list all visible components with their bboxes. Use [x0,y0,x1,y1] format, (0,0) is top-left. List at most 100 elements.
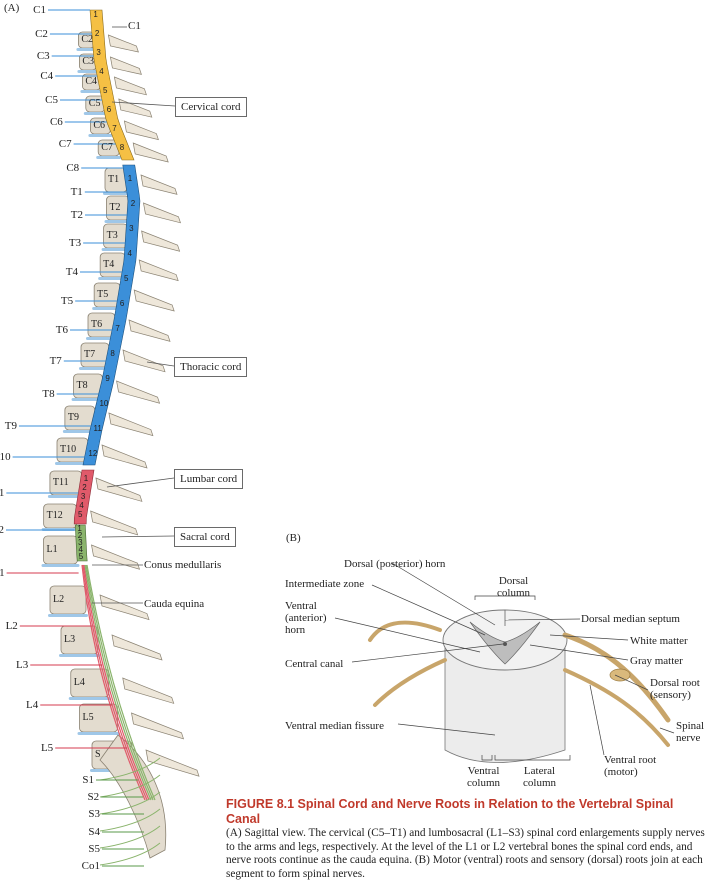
spinous-process [143,202,182,224]
vertebral-body-label: L5 [82,712,94,723]
label-leader [659,727,675,734]
caption-text: (A) Sagittal view. The cervical (C5–T1) … [226,827,705,880]
vertebra-label-t12: T12 [0,524,4,536]
vertebral-body-label: L3 [64,634,76,645]
cervical-cord-segment [89,9,135,161]
vertebra-label-t7: T7 [49,355,62,367]
intervertebral-disc [76,48,97,51]
sacral-nerve [99,791,161,815]
vertebral-body-label: T8 [76,380,88,391]
vertebral-body-label: T3 [106,230,118,241]
cord-segment-number: 5 [103,86,108,95]
vertebral-body-label: C2 [81,34,94,45]
central-canal-label: Central canal [285,658,344,670]
intervertebral-disc [104,220,132,223]
conus-medullaris-label: Conus medullaris [144,559,222,571]
vertebra-label-c3: C3 [36,50,50,62]
sacral-nerve [99,842,161,866]
vertebral-body-label: C3 [82,56,95,67]
sacral-nerve [99,825,161,849]
nerve-root [368,620,442,642]
cord-segment-number: 2 [82,483,87,492]
intervertebral-disc [59,654,100,657]
intervertebral-disc [101,248,130,251]
dorsal-column-bracket [474,595,536,600]
spinous-process [123,120,159,141]
spinous-process [108,412,154,437]
dorsal-horn-label: Dorsal (posterior) horn [344,558,446,570]
cord-segment-number: 2 [131,199,136,208]
cord-segment-number: 11 [93,424,102,433]
vertebral-body-label: S [95,749,101,760]
sacrum [99,734,167,859]
ventral-root-label: Ventral root (motor) [604,754,657,778]
region-leader [146,361,175,367]
vertebral-body-label: L2 [53,594,65,605]
cauda-equina-strand [82,564,148,801]
white-matter-label: White matter [630,635,688,647]
cervical-cord-label: Cervical cord [175,97,247,117]
vertebra-label-c8: C8 [66,162,80,174]
vertebra-label-t10: T10 [0,451,11,463]
sacral-nerve [99,774,161,798]
vertebra-label-c1: C1 [33,4,46,16]
spinous-process [128,319,171,342]
label-leader [614,674,649,691]
intermediate-zone-label: Intermediate zone [285,578,365,590]
cord-segment-number: 1 [128,174,133,183]
label-leader [504,618,581,621]
vertebral-body-label: T10 [60,444,77,455]
cord-segment-number: 4 [79,501,84,510]
spinous-process [140,174,178,195]
spinous-process [118,98,153,118]
dorsal-root-label: Dorsal root (sensory) [650,677,700,701]
cord-segment-number: 6 [107,105,112,114]
ventral-column-bracket [481,755,493,761]
ventral-horn-label: Ventral (anterior) horn [285,600,327,636]
cord-segment-number: 7 [112,124,117,133]
intervertebral-disc [96,156,122,159]
cord-column [444,639,566,763]
lateral-column-bracket [494,755,571,761]
label-leader [549,634,629,641]
intervertebral-disc [77,732,120,735]
cauda-equina-strand [86,564,156,801]
vertebral-body-label: T5 [97,289,109,300]
vertebra-label-t4: T4 [65,266,78,278]
vertebral-body-label: T1 [108,174,120,185]
cord-segment-number: 6 [120,299,125,308]
vertebra-label-s3: S3 [88,808,100,820]
spinous-process [109,56,142,75]
cord-segment-number: 3 [129,224,134,233]
vertebral-body-label: T4 [103,259,115,270]
vertebra-label-t2: T2 [70,209,83,221]
cord-segment-number: 3 [96,48,101,57]
lumbar-cord-label: Lumbar cord [174,469,244,489]
spinous-process [111,634,163,661]
spinous-process [145,749,200,777]
spinous-process [101,444,148,469]
vertebral-body-label: T12 [46,510,63,521]
vertebra-label-t5: T5 [60,295,74,307]
region-leader [106,477,175,488]
vertebra-label-c7: C7 [58,138,72,150]
label-leader [371,584,486,636]
vertebra-label-c4: C4 [40,70,54,82]
lumbar-cord-segment [73,469,95,525]
cord-segment-number: 3 [81,492,86,501]
label-leader [589,684,605,756]
vertebra-label-t3: T3 [68,237,82,249]
vertebra-label-l2: L2 [5,620,18,632]
vertebral-column [41,31,200,859]
vertebral-body-label: T11 [52,477,69,488]
vertebral-body-label: L1 [46,544,58,555]
cauda-equina-strand [83,564,150,801]
spinous-process [99,594,150,621]
sacral-nerve [99,757,161,781]
intervertebral-disc [48,614,88,617]
intervertebral-disc [71,398,105,401]
intervertebral-disc [86,337,117,340]
sacral-cord-segment [74,524,88,562]
